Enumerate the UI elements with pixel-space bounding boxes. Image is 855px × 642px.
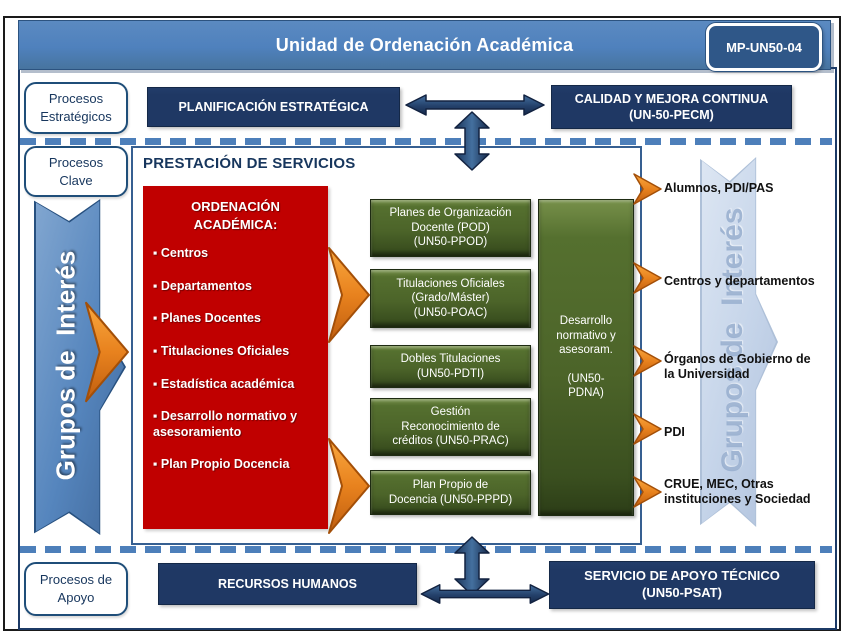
dashed-separator-top xyxy=(20,138,832,145)
box-servicio-apoyo-tecnico: SERVICIO DE APOYO TÉCNICO (UN50-PSAT) xyxy=(549,561,815,609)
outer-frame xyxy=(3,16,841,631)
service-box-pdti: Dobles Titulaciones (UN50-PDTI) xyxy=(370,345,531,388)
document-code-badge: MP-UN50-04 xyxy=(706,23,822,71)
label-procesos-clave: Procesos Clave xyxy=(24,146,128,197)
stakeholder-arrow-icon xyxy=(633,345,662,377)
stakeholder-arrow-icon xyxy=(633,262,662,294)
double-arrow-horizontal-icon xyxy=(405,94,545,116)
left-banner-label: Grupos de Interés xyxy=(50,250,81,481)
dashed-separator-bottom xyxy=(20,546,832,553)
double-arrow-vertical-icon xyxy=(454,111,490,171)
label-procesos-apoyo: Procesos de Apoyo xyxy=(24,562,128,616)
flow-arrow-icon xyxy=(85,301,129,403)
service-box-pppd: Plan Propio de Docencia (UN50-PPPD) xyxy=(370,470,531,515)
right-stakeholders-banner: Grupos de Interés xyxy=(700,157,778,527)
red-box-item: Plan Propio Docencia xyxy=(153,457,320,473)
red-box-item: Desarrollo normativo y asesoramiento xyxy=(153,409,320,440)
stakeholder-label: Alumnos, PDI/PAS xyxy=(664,181,774,195)
box-planificacion-estrategica: PLANIFICACIÓN ESTRATÉGICA xyxy=(147,87,400,127)
red-box-item: Planes Docentes xyxy=(153,311,320,327)
stakeholder-label: Centros y departamentos xyxy=(664,274,815,288)
box-calidad-mejora-continua: CALIDAD Y MEJORA CONTINUA (UN-50-PECM) xyxy=(551,85,792,129)
red-box-title: ORDENACIÓN ACADÉMICA: xyxy=(191,199,280,232)
service-box-prac: Gestión Reconocimiento de créditos (UN50… xyxy=(370,398,531,456)
service-box-pdna: Desarrollo normativo y asesoram. (UN50- … xyxy=(538,199,634,516)
header-bar: Unidad de Ordenación Académica xyxy=(18,20,831,70)
box-recursos-humanos: RECURSOS HUMANOS xyxy=(158,563,417,605)
flow-arrow-icon xyxy=(328,438,370,534)
service-box-poac: Titulaciones Oficiales (Grado/Máster) (U… xyxy=(370,269,531,328)
page-title: Unidad de Ordenación Académica xyxy=(275,34,574,55)
double-arrow-horizontal-icon xyxy=(420,584,550,604)
ordenacion-academica-box: ORDENACIÓN ACADÉMICA: Centros Departamen… xyxy=(143,186,328,529)
prestacion-servicios-box: PRESTACIÓN DE SERVICIOS ORDENACIÓN ACADÉ… xyxy=(131,146,642,545)
flow-arrow-icon xyxy=(328,247,370,343)
stakeholder-arrow-icon xyxy=(633,173,662,205)
red-box-item: Estadística académica xyxy=(153,377,320,393)
section-title: PRESTACIÓN DE SERVICIOS xyxy=(143,155,356,172)
red-box-item: Departamentos xyxy=(153,279,320,295)
stakeholder-arrow-icon xyxy=(633,413,662,445)
stakeholder-label: PDI xyxy=(664,425,685,439)
stakeholder-label: Órganos de Gobierno de la Universidad xyxy=(664,352,811,381)
service-box-pod: Planes de Organización Docente (POD) (UN… xyxy=(370,199,531,257)
red-box-item: Centros xyxy=(153,246,320,262)
red-box-item: Titulaciones Oficiales xyxy=(153,344,320,360)
label-procesos-estrategicos: Procesos Estratégicos xyxy=(24,82,128,134)
stakeholder-label: CRUE, MEC, Otras instituciones y Socieda… xyxy=(664,477,811,506)
right-banner-label: Grupos de Interés xyxy=(716,207,749,473)
stakeholder-arrow-icon xyxy=(633,476,662,508)
